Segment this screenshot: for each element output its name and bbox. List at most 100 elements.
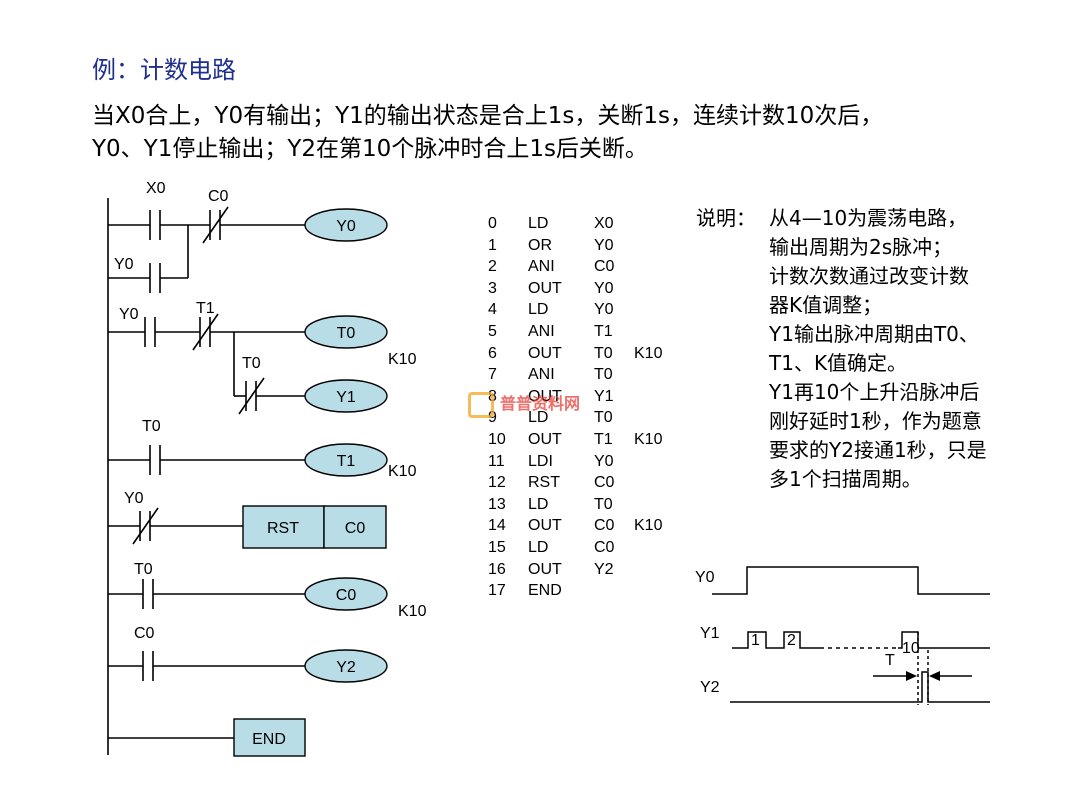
opcode: OUT	[528, 517, 562, 535]
intro-text: 当X0合上，Y0有输出；Y1的输出状态是合上1s，关断1s，连续计数10次后， …	[92, 100, 1052, 166]
pulse-label: 10	[902, 640, 920, 657]
coil-y1	[304, 379, 388, 413]
coil-label: C0	[336, 587, 357, 604]
k-value: K10	[388, 351, 417, 368]
step-number: 9	[488, 409, 497, 427]
timing-diagram: Y0 Y1 Y2 1 2 10 T	[695, 566, 990, 705]
operand: C0	[594, 258, 615, 276]
coil-label: T0	[337, 325, 356, 342]
k-constant: K10	[634, 430, 663, 448]
rst-target-label: C0	[345, 520, 366, 537]
opcode: ANI	[528, 366, 555, 384]
operand: Y2	[594, 560, 614, 578]
watermark-text: 普普资料网	[500, 394, 581, 413]
operand: Y0	[594, 452, 614, 470]
coil-t0	[304, 315, 388, 349]
contact-label: T1	[196, 300, 215, 317]
note-line: Y1再10个上升沿脉冲后	[769, 380, 980, 404]
opcode: OR	[528, 236, 552, 254]
opcode: ANI	[528, 258, 555, 276]
operand: Y0	[594, 279, 614, 297]
opcode: RST	[528, 474, 560, 492]
k-constant: K10	[634, 344, 663, 362]
step-number: 12	[488, 474, 506, 492]
opcode: OUT	[528, 279, 562, 297]
step-number: 17	[488, 582, 506, 600]
coil-y0	[304, 208, 388, 242]
rst-box	[242, 505, 325, 549]
k-value: K10	[388, 463, 417, 480]
contact-label: T0	[142, 418, 161, 435]
operand: Y0	[594, 301, 614, 319]
contact-label: X0	[146, 180, 166, 197]
coil-y2	[304, 649, 388, 683]
operand: C0	[594, 517, 615, 535]
opcode: OUT	[528, 560, 562, 578]
contact-label: Y0	[119, 306, 139, 323]
end-label: END	[252, 731, 286, 748]
note-line: 器K值调整；	[769, 293, 883, 317]
step-number: 10	[488, 430, 506, 448]
note-line: 输出周期为2s脉冲；	[769, 235, 953, 259]
contact-label: C0	[134, 625, 155, 642]
note-line: 要求的Y2接通1秒，只是	[769, 438, 987, 462]
step-number: 16	[488, 560, 506, 578]
step-number: 1	[488, 236, 497, 254]
opcode: LD	[528, 495, 549, 513]
signal-label: Y0	[695, 569, 715, 586]
pulse-label: 1	[751, 632, 760, 649]
intro-line: 当X0合上，Y0有输出；Y1的输出状态是合上1s，关断1s，连续计数10次后，	[92, 103, 884, 129]
step-number: 5	[488, 322, 497, 340]
step-number: 6	[488, 344, 497, 362]
operand: T1	[594, 430, 613, 448]
opcode: LDI	[528, 452, 553, 470]
note-line: 多1个扫描周期。	[769, 467, 922, 491]
coil-c0	[304, 577, 388, 611]
note-line: 刚好延时1秒，作为题意	[769, 409, 982, 433]
opcode: LD	[528, 409, 549, 427]
operand: C0	[594, 474, 615, 492]
opcode: END	[528, 582, 562, 600]
operand: C0	[594, 538, 615, 556]
signal-label: Y1	[700, 625, 720, 642]
watermark: 普普资料网	[468, 390, 580, 418]
opcode: OUT	[528, 430, 562, 448]
step-number: 0	[488, 215, 497, 232]
note-line: Y1输出脉冲周期由T0、	[769, 322, 979, 346]
operand: X0	[594, 215, 614, 232]
contact-label: T0	[242, 355, 261, 372]
pulse-label: 2	[787, 632, 796, 649]
operand: Y1	[594, 387, 614, 405]
note-body: 从4—10为震荡电路， 输出周期为2s脉冲； 计数次数通过改变计数器K值调整； Y1输…	[769, 204, 987, 494]
note-line: 计数次数通过改变计数	[769, 264, 969, 288]
operand: Y0	[594, 236, 614, 254]
k-value: K10	[398, 603, 427, 620]
step-number: 2	[488, 258, 497, 276]
opcode: OUT	[528, 344, 562, 362]
operand: T0	[594, 495, 613, 513]
intro-line: Y0、Y1停止输出；Y2在第10个脉冲时合上1s后关断。	[92, 136, 648, 162]
operand: T0	[594, 366, 613, 384]
operand: T1	[594, 322, 613, 340]
note-line: T1、K值确定。	[769, 351, 908, 375]
operand: T0	[594, 409, 613, 427]
operand: T0	[594, 344, 613, 362]
coil-label: T1	[337, 453, 356, 470]
opcode: ANI	[528, 322, 555, 340]
end-box	[233, 718, 306, 757]
coil-label: Y1	[336, 389, 356, 406]
contact-label: T0	[134, 561, 153, 578]
signal-label: Y2	[700, 679, 720, 696]
coil-t1	[304, 443, 388, 477]
step-number: 14	[488, 517, 506, 535]
coil-label: Y0	[336, 218, 356, 235]
step-number: 4	[488, 301, 497, 319]
step-number: 7	[488, 366, 497, 384]
note-line: 从4—10为震荡电路，	[769, 206, 968, 230]
step-number: 3	[488, 279, 497, 297]
opcode: LD	[528, 215, 549, 232]
contact-label: Y0	[114, 256, 134, 273]
step-number: 15	[488, 538, 506, 556]
rst-target-box	[323, 505, 387, 549]
contact-label: Y0	[124, 490, 144, 507]
